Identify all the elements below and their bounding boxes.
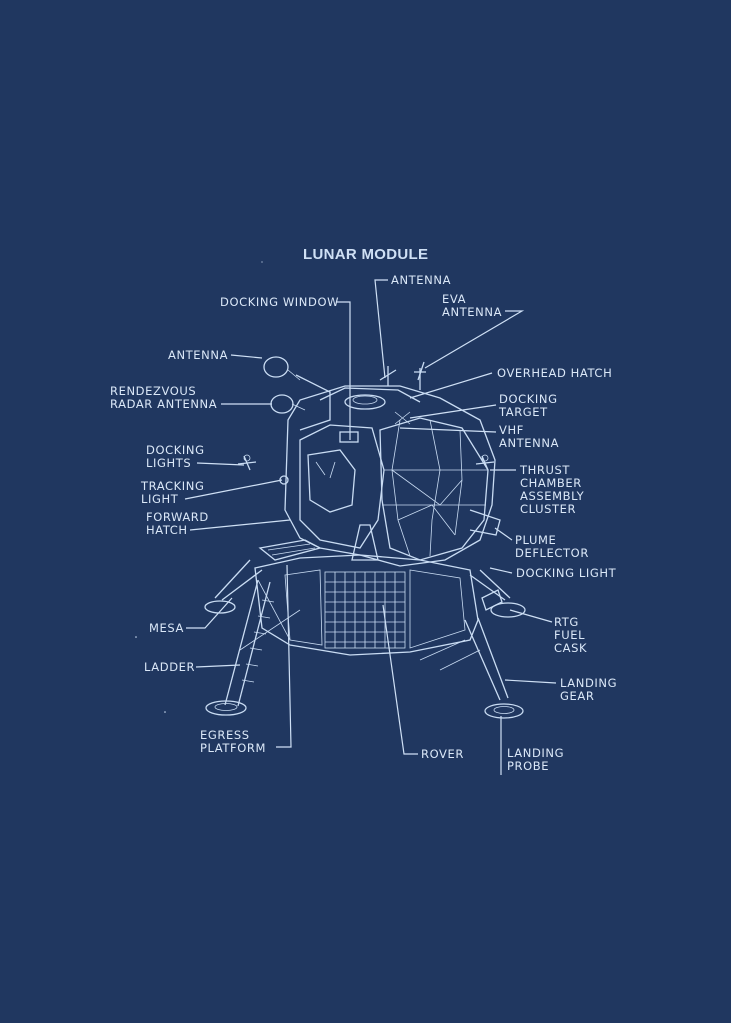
label-docking-lights: DOCKING LIGHTS: [146, 444, 205, 470]
label-line: VHF: [499, 423, 524, 437]
label-line: FUEL: [554, 628, 586, 642]
leader-landing-gear: [504, 679, 557, 684]
label-line: PLUME: [515, 533, 557, 547]
label-line: DOCKING: [146, 443, 205, 457]
leader-antenna-top: [374, 279, 388, 379]
leader-antenna-left: [230, 354, 263, 359]
label-forward-hatch: FORWARD HATCH: [146, 511, 209, 537]
label-line: TARGET: [499, 405, 548, 419]
label-line: HATCH: [146, 523, 188, 537]
label-line: THRUST: [520, 463, 571, 477]
label-line: LIGHT: [141, 492, 179, 506]
ascent-stage: [237, 356, 501, 567]
label-rover: ROVER: [421, 747, 464, 761]
label-line: GEAR: [560, 689, 595, 703]
leader-rtg-fuel-cask: [509, 609, 553, 623]
label-plume-deflector: PLUME DEFLECTOR: [515, 534, 589, 560]
leader-forward-hatch: [189, 519, 291, 531]
label-landing-gear: LANDING GEAR: [560, 677, 617, 703]
label-egress-platform: EGRESS PLATFORM: [200, 729, 266, 755]
page-title: LUNAR MODULE: [303, 246, 429, 263]
leader-vhf-antenna: [399, 427, 497, 433]
label-vhf-antenna: VHF ANTENNA: [499, 424, 559, 450]
descent-stage: [254, 524, 479, 656]
leader-docking-window: [336, 301, 351, 440]
label-line: RENDEZVOUS: [110, 384, 197, 398]
label-line: LIGHTS: [146, 456, 192, 470]
label-line: PLATFORM: [200, 741, 266, 755]
label-line: LANDING: [507, 746, 565, 760]
leader-eva-antenna: [424, 310, 525, 369]
label-thrust-chamber-assembly-cluster: THRUST CHAMBER ASSEMBLY CLUSTER: [520, 464, 584, 516]
label-line: CASK: [554, 641, 588, 655]
label-docking-window: DOCKING WINDOW: [220, 295, 340, 309]
landing-legs: [204, 559, 526, 719]
leader-docking-target: [409, 404, 497, 419]
label-line: DEFLECTOR: [515, 546, 589, 560]
leader-tracking-light: [184, 479, 283, 500]
label-line: PROBE: [507, 759, 550, 773]
leader-overhead-hatch: [409, 372, 493, 399]
label-rtg-fuel-cask: RTG FUEL CASK: [554, 616, 587, 655]
label-line: EVA: [442, 292, 467, 306]
label-docking-light: DOCKING LIGHT: [516, 566, 617, 580]
label-line: ANTENNA: [442, 305, 503, 319]
label-line: RTG: [554, 615, 579, 629]
label-antenna-top: ANTENNA: [391, 273, 452, 287]
label-line: CLUSTER: [520, 502, 577, 516]
leader-ladder: [195, 664, 241, 668]
leader-docking-lights: [196, 462, 245, 466]
label-line: EGRESS: [200, 728, 250, 742]
label-line: DOCKING: [499, 392, 558, 406]
label-line: RADAR ANTENNA: [110, 397, 218, 411]
label-line: ANTENNA: [499, 436, 560, 450]
label-tracking-light: TRACKING LIGHT: [141, 480, 205, 506]
label-line: LANDING: [560, 676, 618, 690]
label-ladder: LADDER: [144, 660, 196, 674]
label-line: CHAMBER: [520, 476, 582, 490]
label-docking-target: DOCKING TARGET: [499, 393, 558, 419]
label-mesa: MESA: [149, 621, 184, 635]
label-line: TRACKING: [141, 479, 205, 493]
leader-egress-platform: [276, 564, 292, 748]
leader-docking-light: [489, 567, 513, 574]
leader-lines: [184, 279, 557, 775]
label-eva-antenna: EVA ANTENNA: [442, 293, 502, 319]
leader-mesa: [186, 597, 233, 629]
label-landing-probe: LANDING PROBE: [507, 747, 564, 773]
label-overhead-hatch: OVERHEAD HATCH: [497, 366, 613, 380]
specks: [135, 261, 263, 713]
leader-rover: [382, 604, 418, 755]
label-rendezvous-radar-antenna: RENDEZVOUS RADAR ANTENNA: [110, 385, 217, 411]
label-line: ASSEMBLY: [520, 489, 585, 503]
label-antenna-left: ANTENNA: [168, 348, 229, 362]
label-line: FORWARD: [146, 510, 209, 524]
